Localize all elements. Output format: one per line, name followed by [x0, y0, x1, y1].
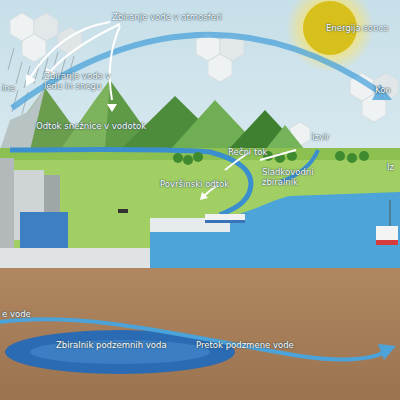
process-label: Zbiranje vode v ledu in snegu	[44, 72, 116, 92]
process-label: Energija sonca	[326, 24, 388, 34]
process-label: Sladkovodni zbiralnik	[262, 168, 324, 188]
process-label: Kon	[375, 86, 391, 96]
process-label: Odtok snežnice v vodotok	[36, 122, 146, 132]
process-label: Zbiralnik podzemnih voda	[56, 341, 167, 351]
process-label: Površinski odtok	[160, 180, 229, 190]
process-label: Pretok podzmene vode	[196, 341, 294, 351]
process-label: Iz	[387, 163, 394, 173]
process-label: Izvir	[312, 133, 330, 143]
process-label: ine	[2, 84, 15, 94]
process-label: Zbiranje vode v atmosferi	[112, 13, 222, 23]
process-label: e vode	[2, 310, 31, 320]
process-label: Rečni tok	[228, 148, 267, 158]
